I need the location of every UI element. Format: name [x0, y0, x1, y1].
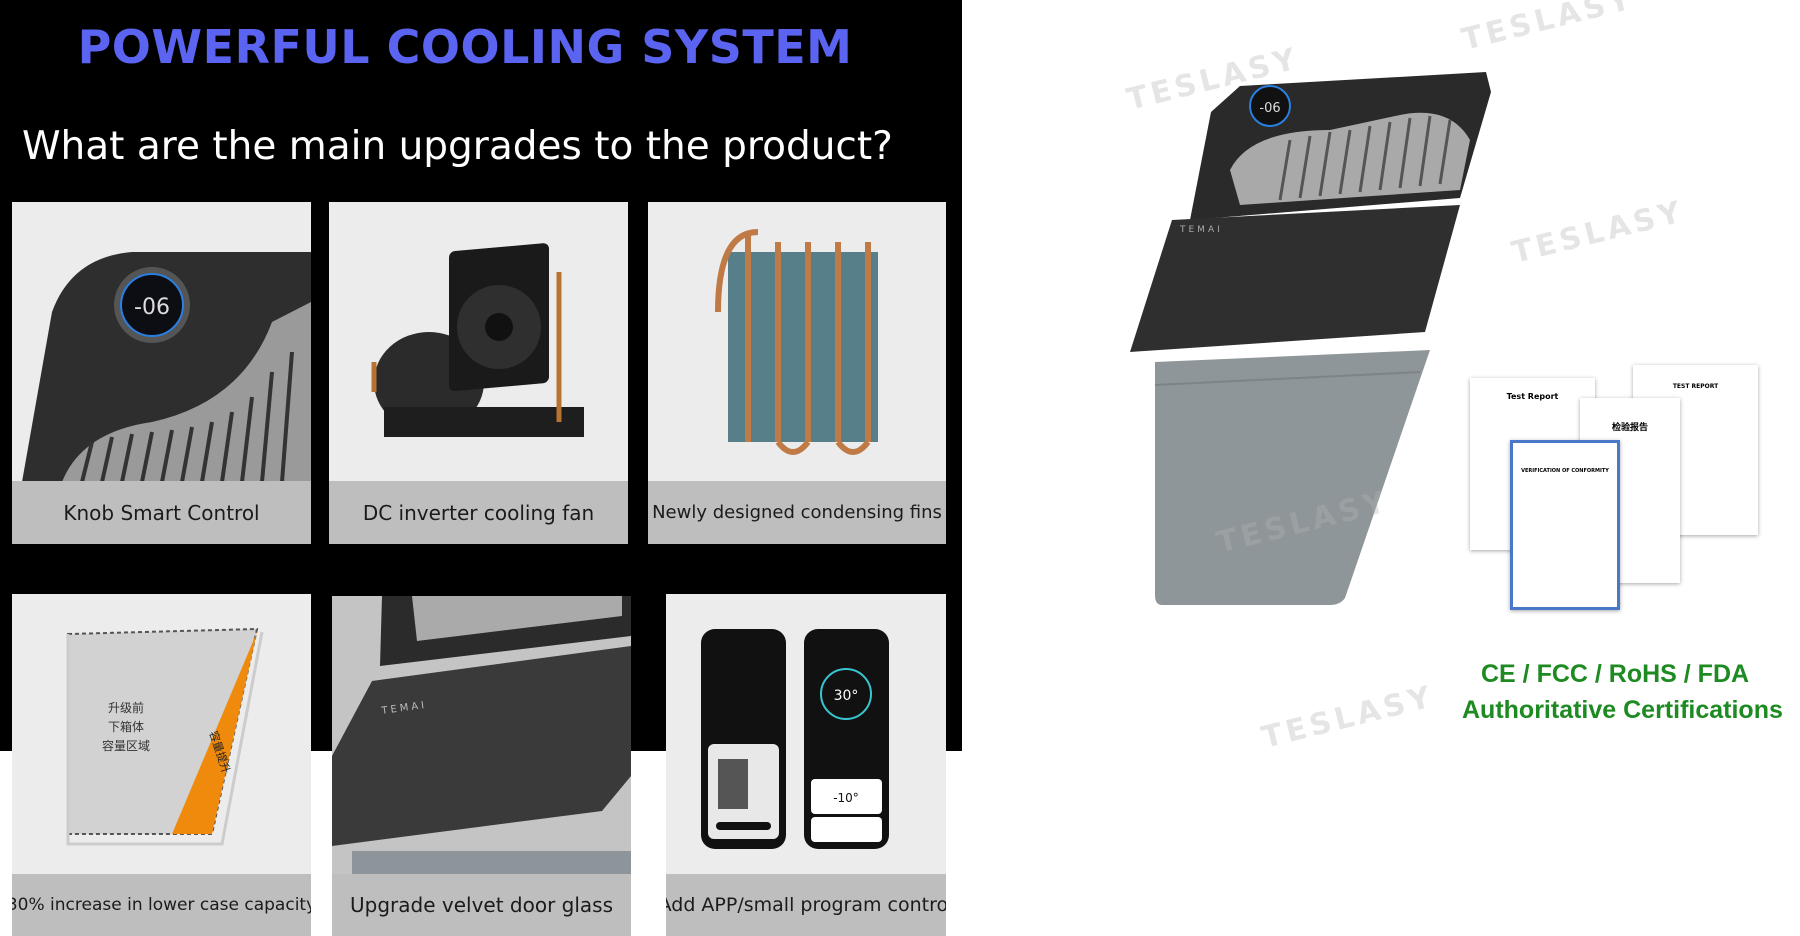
label-line: 容量区域: [102, 739, 151, 753]
watermark: TESLASY: [1258, 679, 1438, 756]
certificates-image: Test Report TEST REPORT 检验报告 VERIFICATIO…: [1470, 360, 1760, 620]
capacity-diagram: [66, 627, 264, 846]
feature-caption: Upgrade velvet door glass: [332, 874, 631, 936]
feature-card-fan: DC inverter cooling fan: [329, 202, 628, 544]
feature-card-capacity: 升级前 下箱体 容量区域 容量提升 30% increase in lower …: [12, 594, 311, 936]
page-subtitle: What are the main upgrades to the produc…: [22, 124, 893, 169]
feature-panel: POWERFUL COOLING SYSTEM What are the mai…: [0, 0, 962, 936]
app-temp-main: 30°: [834, 688, 859, 704]
knob-display: -06: [134, 295, 170, 320]
knob-image: -06: [22, 252, 311, 482]
certificate-doc: VERIFICATION OF CONFORMITY: [1510, 440, 1620, 610]
feature-caption: DC inverter cooling fan: [329, 481, 628, 544]
feature-card-knob: -06 Knob Smart Control: [12, 202, 311, 544]
condenser-image: [715, 229, 878, 455]
product-brand: TEMAI: [1179, 225, 1223, 235]
app-screens-image: 30° -10°: [701, 629, 889, 849]
watermark: TESLASY: [1508, 194, 1688, 271]
watermark: TESLASY: [1458, 0, 1638, 58]
feature-caption: Add APP/small program control: [666, 874, 946, 936]
certification-list: CE / FCC / RoHS / FDA: [1481, 660, 1750, 688]
feature-card-fins: Newly designed condensing fins: [648, 202, 946, 544]
feature-caption: Knob Smart Control: [12, 481, 311, 544]
before-label: 升级前 下箱体 容量区域: [102, 699, 150, 756]
feature-card-door: TEMAI Upgrade velvet door glass: [332, 596, 631, 936]
feature-caption: 30% increase in lower case capacity: [12, 874, 311, 936]
certification-tagline: Authoritative Certifications: [1462, 696, 1783, 724]
app-temp-sub: -10°: [833, 791, 859, 805]
feature-card-app: 30° -10° Add APP/small program control: [666, 594, 946, 936]
product-display: -06: [1259, 101, 1280, 116]
feature-caption: Newly designed condensing fins: [648, 481, 946, 544]
label-line: 升级前: [108, 701, 145, 715]
door-glass-image: TEMAI: [332, 596, 631, 876]
label-line: 下箱体: [108, 720, 145, 734]
page-title: POWERFUL COOLING SYSTEM: [77, 20, 853, 74]
product-image: -06 TEMAI: [1130, 72, 1491, 605]
compressor-fan-image: [371, 243, 584, 437]
